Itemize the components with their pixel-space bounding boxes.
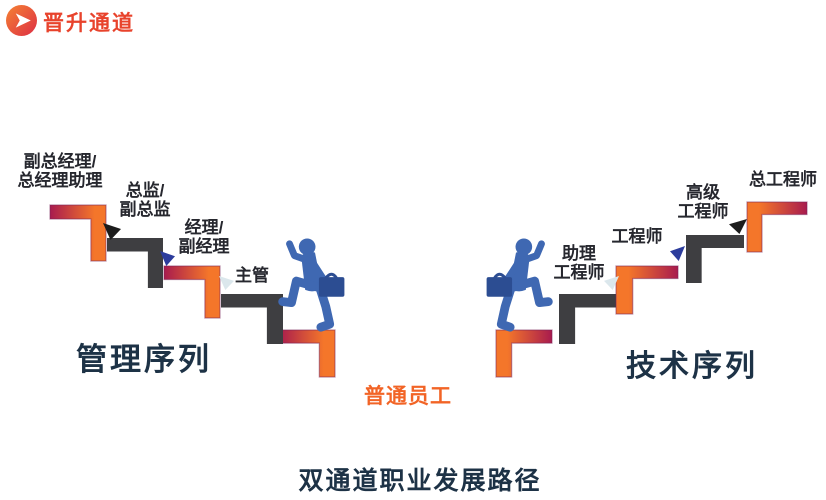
label-supervisor: 主管 bbox=[235, 266, 269, 285]
step-technical-3 bbox=[686, 235, 744, 283]
diagram-title: 双通道职业发展路径 bbox=[298, 467, 542, 495]
label-manager: 经理/ 副经理 bbox=[178, 218, 230, 257]
step-management-base bbox=[279, 330, 335, 377]
step-management-2 bbox=[164, 266, 220, 318]
step-management-4 bbox=[50, 205, 106, 261]
step-technical-2 bbox=[616, 266, 678, 314]
technical-sequence-title: 技术序列 bbox=[626, 350, 758, 383]
label-deputy-gm: 副总经理/ 总经理助理 bbox=[17, 152, 103, 191]
base-level-label: 普通员工 bbox=[364, 385, 452, 408]
step-technical-1 bbox=[559, 294, 621, 344]
play-icon bbox=[6, 5, 37, 36]
label-chief-engineer: 总工程师 bbox=[749, 170, 817, 189]
label-assistant-engineer: 助理 工程师 bbox=[553, 244, 605, 283]
label-director: 总监/ 副总监 bbox=[119, 181, 171, 220]
step-technical-4 bbox=[747, 202, 807, 252]
arrow-up-right-icon bbox=[729, 219, 747, 234]
step-management-3 bbox=[107, 238, 163, 288]
climbing-person-icon bbox=[486, 238, 553, 332]
page-title: 晋升通道 bbox=[43, 12, 135, 35]
climbing-person-icon bbox=[278, 238, 345, 332]
step-technical-base bbox=[496, 330, 552, 377]
label-engineer: 工程师 bbox=[611, 227, 663, 246]
management-sequence-title: 管理序列 bbox=[76, 342, 212, 377]
label-senior-engineer: 高级 工程师 bbox=[677, 183, 729, 222]
arrow-up-right-icon bbox=[670, 246, 685, 261]
step-management-1 bbox=[221, 294, 283, 344]
